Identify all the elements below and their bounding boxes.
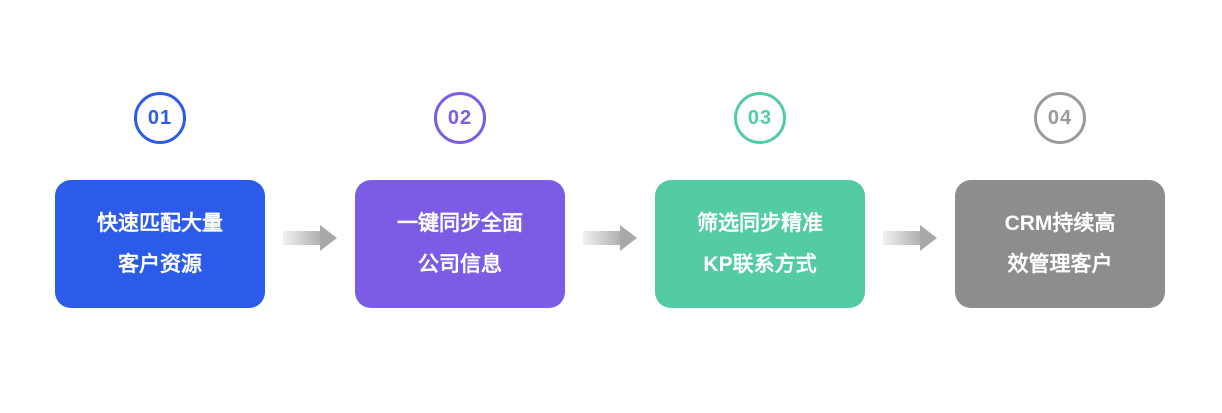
arrow-bar: [583, 231, 621, 245]
step-3-title-line2: KP联系方式: [703, 252, 817, 276]
arrow-head: [620, 225, 637, 251]
arrow-head: [920, 225, 937, 251]
step-4-title-line2: 效管理客户: [1007, 252, 1113, 276]
step-2-card: 一键同步全面 公司信息: [355, 180, 565, 308]
step-4-number-badge: 04: [1034, 92, 1086, 144]
step-3-title-line1: 筛选同步精准: [697, 212, 823, 236]
arrow-2: [565, 225, 655, 251]
step-2-title-line1: 一键同步全面: [397, 212, 523, 236]
step-1-title-line2: 客户资源: [118, 252, 202, 276]
step-1-card: 快速匹配大量 客户资源: [55, 180, 265, 308]
step-2-title-line2: 公司信息: [418, 252, 502, 276]
step-4-title-line1: CRM持续高: [1004, 212, 1116, 236]
arrow-3: [865, 225, 955, 251]
step-1-number-badge: 01: [134, 92, 186, 144]
step-1-title-line1: 快速匹配大量: [97, 212, 223, 236]
arrow-right-icon: [583, 225, 637, 251]
step-2-number-badge: 02: [434, 92, 486, 144]
step-2: 02 一键同步全面 公司信息: [355, 92, 565, 308]
arrow-right-icon: [883, 225, 937, 251]
step-3-number-badge: 03: [734, 92, 786, 144]
arrow-right-icon: [283, 225, 337, 251]
step-3: 03 筛选同步精准 KP联系方式: [655, 92, 865, 308]
process-diagram: 01 快速匹配大量 客户资源 02 一键同步全面 公司信息 03 筛选同步精准 …: [55, 92, 1165, 308]
step-4-card: CRM持续高 效管理客户: [955, 180, 1165, 308]
arrow-1: [265, 225, 355, 251]
arrow-head: [320, 225, 337, 251]
arrow-bar: [283, 231, 321, 245]
step-4: 04 CRM持续高 效管理客户: [955, 92, 1165, 308]
arrow-bar: [883, 231, 921, 245]
step-3-card: 筛选同步精准 KP联系方式: [655, 180, 865, 308]
step-1: 01 快速匹配大量 客户资源: [55, 92, 265, 308]
